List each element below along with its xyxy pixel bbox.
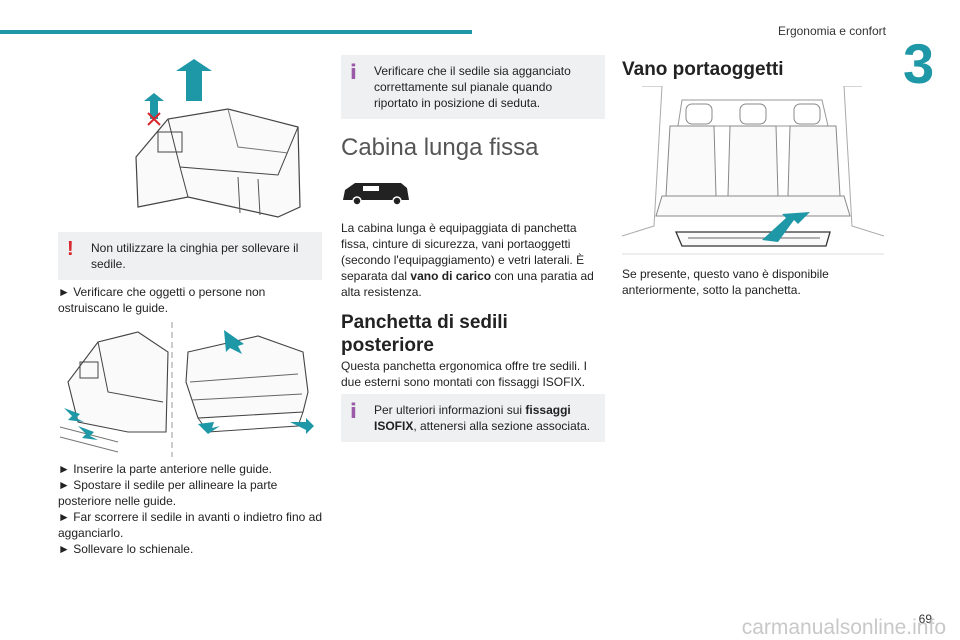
van-icon <box>343 183 409 206</box>
heading-vano: Vano portaoggetti <box>622 59 784 80</box>
panchetta-description: Questa panchetta ergonomica offre tre se… <box>341 359 587 389</box>
warning-text: Non utilizzare la cinghia per sollevare … <box>91 241 299 271</box>
seat-lift-illustration <box>135 59 301 218</box>
info-icon: i <box>350 399 357 423</box>
info-box-hooked: i Verificare che il sedile sia agganciat… <box>341 55 605 119</box>
seat-insert-illustration <box>59 322 314 457</box>
heading-panchetta: Panchetta di sedili posteriore <box>341 312 508 356</box>
step-align-rear: ► Spostare il sedile per allineare la pa… <box>58 478 278 508</box>
page-number: 69 <box>918 612 932 626</box>
info-icon: i <box>350 60 357 84</box>
step-insert-front: ► Inserire la parte anteriore nelle guid… <box>58 462 272 476</box>
insert-steps: ► Inserire la parte anteriore nelle guid… <box>58 461 322 557</box>
watermark-text: carmanualsonline.info <box>741 616 946 639</box>
warning-icon: ! <box>67 238 74 260</box>
step-raise-backrest: ► Sollevare lo schienale. <box>58 542 194 556</box>
header-bar <box>0 30 472 34</box>
step-check-guides: ► Verificare che oggetti o persone non o… <box>58 285 266 315</box>
section-title: Ergonomia e confort <box>777 24 886 38</box>
storage-compartment-illustration <box>622 86 884 255</box>
warning-box: ! Non utilizzare la cinghia per sollevar… <box>58 232 322 280</box>
heading-cabina-lunga: Cabina lunga fissa <box>341 134 539 161</box>
step-slide-lock: ► Far scorrere il sedile in avanti o ind… <box>58 510 322 540</box>
cabina-description: La cabina lunga è equipaggiata di panche… <box>341 221 594 299</box>
vano-description: Se presente, questo vano è disponibile a… <box>622 267 829 297</box>
info-box-isofix: i Per ulteriori informazioni sui fissagg… <box>341 394 605 442</box>
cargo-area-term: vano di carico <box>410 269 492 283</box>
info-text-hooked: Verificare che il sedile sia agganciato … <box>374 64 571 110</box>
chapter-number: 3 <box>903 32 935 95</box>
isofix-term: fissaggi ISOFIX <box>374 403 571 433</box>
